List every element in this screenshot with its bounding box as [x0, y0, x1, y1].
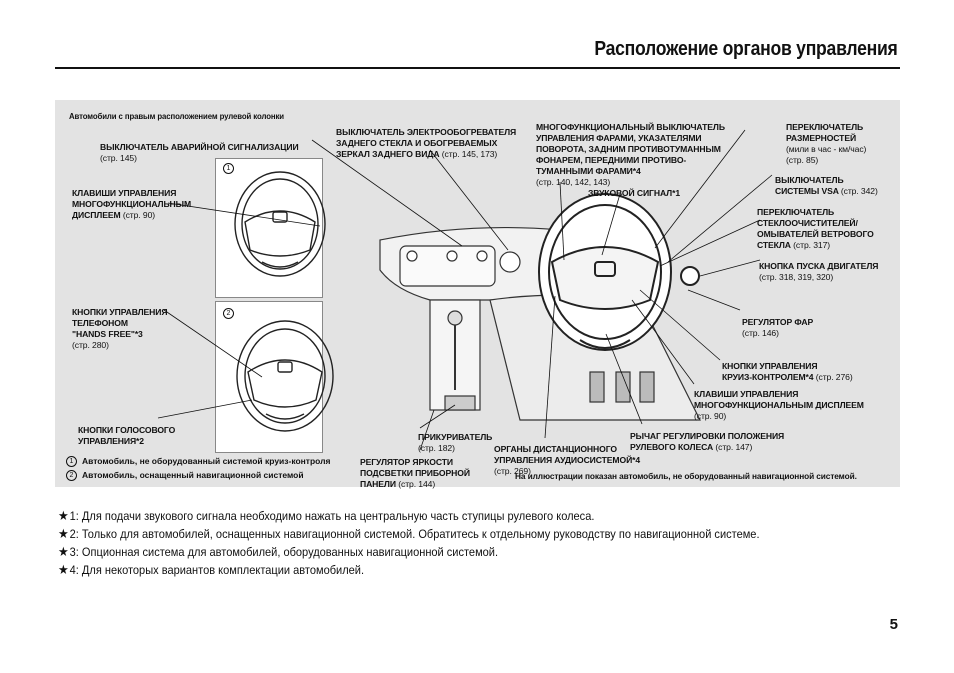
label-horn: ЗВУКОВОЙ СИГНАЛ*1 — [588, 188, 681, 198]
footnote-4: ★4: Для некоторых вариантов комплектации… — [58, 562, 365, 577]
right-hand-note: Автомобили с правым расположением рулево… — [69, 112, 284, 121]
steering-wheel-variant-2 — [236, 320, 334, 432]
label-cruise: КНОПКИ УПРАВЛЕНИЯ КРУИЗ-КОНТРОЛЕМ*4 (стр… — [722, 361, 853, 382]
legend-marker-1: 1 — [66, 456, 77, 468]
label-hazard: ВЫКЛЮЧАТЕЛЬ АВАРИЙНОЙ СИГНАЛИЗАЦИИ(стр. … — [100, 142, 299, 163]
page-title: Расположение органов управления — [594, 38, 898, 60]
footnote-1: ★1: Для подачи звукового сигнала необход… — [58, 508, 595, 523]
label-lighter: ПРИКУРИВАТЕЛЬ(стр. 182) — [418, 432, 493, 453]
label-defroster: ВЫКЛЮЧАТЕЛЬ ЭЛЕКТРООБОГРЕВАТЕЛЯ ЗАДНЕГО … — [336, 127, 517, 159]
label-phone: КНОПКИ УПРАВЛЕНИЯ ТЕЛЕФОНОМ "HANDS FREE"… — [72, 307, 168, 350]
label-audio: ОРГАНЫ ДИСТАНЦИОННОГО УПРАВЛЕНИЯ АУДИОСИ… — [494, 444, 641, 476]
illustration-note: На иллюстрации показан автомобиль, не об… — [515, 471, 857, 481]
label-mid-keys-left: КЛАВИШИ УПРАВЛЕНИЯ МНОГОФУНКЦИОНАЛЬНЫМ Д… — [72, 188, 192, 220]
label-wipers: ПЕРЕКЛЮЧАТЕЛЬ СТЕКЛООЧИСТИТЕЛЕЙ/ ОМЫВАТЕ… — [757, 207, 874, 250]
variant-2-marker: 2 — [223, 308, 234, 319]
label-dimensions: ПЕРЕКЛЮЧАТЕЛЬ РАЗМЕРНОСТЕЙ(мили в час - … — [786, 122, 867, 165]
label-voice: КНОПКИ ГОЛОСОВОГО УПРАВЛЕНИЯ*2 — [78, 425, 176, 446]
page-number: 5 — [889, 616, 898, 633]
legend-marker-2: 2 — [66, 470, 77, 482]
footnote-2: ★2: Только для автомобилей, оснащенных н… — [58, 526, 760, 541]
footnote-3: ★3: Опционная система для автомобилей, о… — [58, 544, 499, 559]
label-headlight-adj: РЕГУЛЯТОР ФАР(стр. 146) — [742, 317, 814, 338]
label-start: КНОПКА ПУСКА ДВИГАТЕЛЯ(стр. 318, 319, 32… — [759, 261, 879, 282]
steering-wheel-variant-1 — [234, 171, 326, 277]
label-lights: МНОГОФУНКЦИОНАЛЬНЫЙ ВЫКЛЮЧАТЕЛЬ УПРАВЛЕН… — [536, 122, 725, 187]
title-rule — [55, 67, 900, 69]
label-tilt: РЫЧАГ РЕГУЛИРОВКИ ПОЛОЖЕНИЯ РУЛЕВОГО КОЛ… — [630, 431, 785, 452]
leader-lines — [157, 129, 773, 451]
label-mid-keys-right: КЛАВИШИ УПРАВЛЕНИЯ МНОГОФУНКЦИОНАЛЬНЫМ Д… — [694, 389, 864, 421]
label-brightness: РЕГУЛЯТОР ЯРКОСТИ ПОДСВЕТКИ ПРИБОРНОЙ ПА… — [360, 457, 470, 489]
label-vsa: ВЫКЛЮЧАТЕЛЬ СИСТЕМЫ VSA (стр. 342) — [775, 175, 878, 196]
variant-1-marker: 1 — [223, 163, 234, 174]
main-steering-wheel — [538, 193, 700, 351]
